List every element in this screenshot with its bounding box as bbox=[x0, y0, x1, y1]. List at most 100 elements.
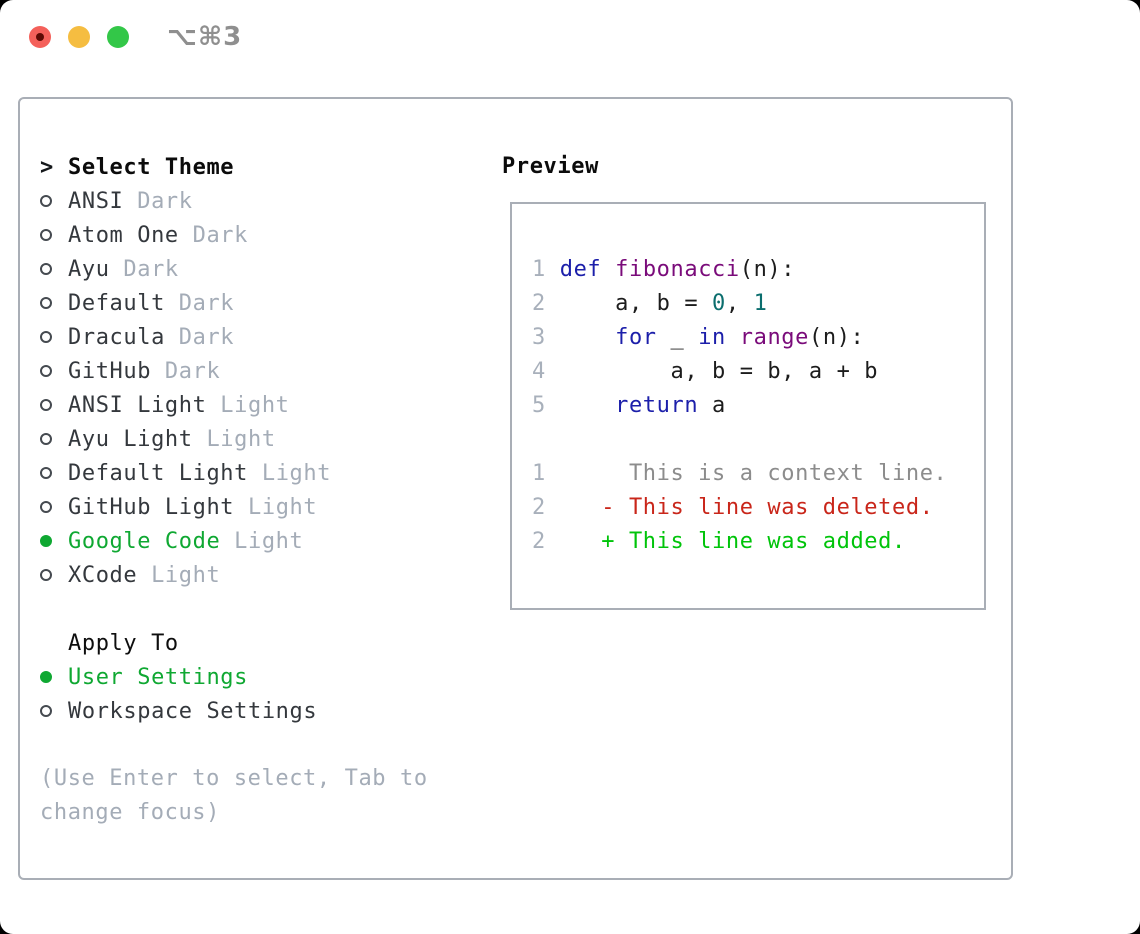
line-number: 2 bbox=[532, 495, 546, 520]
line-number: 5 bbox=[532, 393, 546, 418]
window-title: ⌥⌘3 bbox=[167, 22, 243, 52]
radio-icon bbox=[40, 569, 52, 581]
apply-option-label: User Settings bbox=[68, 664, 248, 690]
diff-deleted-text: - This line was deleted. bbox=[559, 495, 934, 520]
theme-variant-label: Dark bbox=[164, 324, 235, 350]
theme-variant-label: Dark bbox=[178, 222, 248, 248]
theme-item[interactable]: ANSI Light Light bbox=[40, 388, 480, 422]
code-token: (n): bbox=[739, 257, 796, 282]
radio-icon bbox=[40, 467, 52, 479]
close-button[interactable] bbox=[29, 26, 51, 48]
theme-item[interactable]: GitHub Light Light bbox=[40, 490, 480, 524]
radio-icon bbox=[40, 229, 52, 241]
theme-item[interactable]: Google Code Light bbox=[40, 524, 480, 558]
radio-marker bbox=[40, 297, 68, 309]
minimize-button[interactable] bbox=[68, 26, 90, 48]
apply-to-title: Apply To bbox=[68, 630, 179, 656]
radio-selected-icon bbox=[40, 671, 52, 683]
theme-item-label: GitHub Light bbox=[68, 494, 235, 520]
code-token bbox=[560, 393, 615, 418]
theme-item[interactable]: Ayu Light Light bbox=[40, 422, 480, 456]
radio-marker bbox=[40, 501, 68, 513]
code-token: 0 bbox=[712, 291, 726, 316]
select-theme-header: > Select Theme bbox=[40, 150, 480, 184]
apply-option[interactable]: Workspace Settings bbox=[40, 694, 480, 728]
theme-item-label: Ayu Light bbox=[68, 426, 193, 452]
code-line: 2 - This line was deleted. bbox=[532, 491, 947, 525]
radio-selected-icon bbox=[40, 535, 52, 547]
code-token: (n): bbox=[809, 325, 865, 350]
radio-marker bbox=[40, 433, 68, 445]
code-token: , bbox=[725, 291, 754, 316]
theme-item[interactable]: Ayu Dark bbox=[40, 252, 480, 286]
code-line: 1 def fibonacci(n): bbox=[532, 253, 947, 287]
code-token: 1 bbox=[753, 291, 768, 316]
radio-marker bbox=[40, 263, 68, 275]
cursor-marker: > bbox=[40, 155, 68, 180]
code-token bbox=[560, 325, 615, 350]
diff-context-text: This is a context line. bbox=[559, 461, 948, 486]
theme-item[interactable]: Dracula Dark bbox=[40, 320, 480, 354]
theme-item[interactable]: GitHub Dark bbox=[40, 354, 480, 388]
theme-item[interactable]: ANSI Dark bbox=[40, 184, 480, 218]
apply-option-label: Workspace Settings bbox=[68, 698, 318, 724]
line-number: 1 bbox=[532, 461, 546, 486]
radio-icon bbox=[40, 263, 52, 275]
apply-option[interactable]: User Settings bbox=[40, 660, 480, 694]
theme-item-label: Default Light bbox=[68, 460, 248, 486]
radio-marker bbox=[40, 195, 68, 207]
code-token: a, b = bbox=[559, 291, 713, 316]
apply-to-header: Apply To bbox=[40, 626, 480, 660]
code-line: 2 a, b = 0, 1 bbox=[532, 287, 947, 321]
radio-marker bbox=[40, 535, 68, 547]
theme-variant-label: Light bbox=[234, 494, 318, 520]
code-token: a bbox=[698, 393, 726, 418]
code-line: 2 + This line was added. bbox=[532, 525, 947, 559]
radio-icon bbox=[40, 433, 52, 445]
theme-item-label: Ayu bbox=[68, 256, 110, 282]
spacer bbox=[40, 592, 480, 626]
radio-marker bbox=[40, 365, 68, 377]
radio-marker bbox=[40, 229, 68, 241]
select-theme-title: Select Theme bbox=[68, 154, 235, 180]
radio-marker bbox=[40, 671, 68, 683]
theme-item-label: Atom One bbox=[68, 222, 179, 248]
radio-marker bbox=[40, 399, 68, 411]
theme-item[interactable]: Default Dark bbox=[40, 286, 480, 320]
theme-item[interactable]: Atom One Dark bbox=[40, 218, 480, 252]
theme-variant-label: Light bbox=[220, 528, 304, 554]
prompt-icon: > bbox=[40, 154, 54, 180]
zoom-button[interactable] bbox=[107, 26, 129, 48]
radio-icon bbox=[40, 365, 52, 377]
code-token: _ bbox=[656, 325, 699, 350]
radio-marker bbox=[40, 331, 68, 343]
code-token: fibonacci bbox=[615, 257, 740, 282]
radio-icon bbox=[40, 331, 52, 343]
radio-marker bbox=[40, 467, 68, 479]
radio-marker bbox=[40, 569, 68, 581]
theme-item-label: XCode bbox=[68, 562, 138, 588]
theme-variant-label: Light bbox=[206, 392, 290, 418]
theme-item[interactable]: XCode Light bbox=[40, 558, 480, 592]
code-line: 4 a, b = b, a + b bbox=[532, 355, 947, 389]
code-token bbox=[601, 257, 615, 282]
diff-added-text: + This line was added. bbox=[559, 529, 906, 554]
theme-item-label: Google Code bbox=[68, 528, 221, 554]
modified-dot-icon bbox=[36, 33, 44, 41]
preview-title: Preview bbox=[502, 154, 599, 179]
theme-variant-label: Light bbox=[137, 562, 221, 588]
theme-variant-label: Light bbox=[248, 460, 332, 486]
code-token: for bbox=[615, 325, 657, 350]
theme-variant-label: Dark bbox=[109, 256, 179, 282]
theme-item[interactable]: Default Light Light bbox=[40, 456, 480, 490]
titlebar: ⌥⌘3 bbox=[0, 0, 1140, 75]
line-number: 3 bbox=[532, 325, 546, 350]
radio-icon bbox=[40, 297, 52, 309]
